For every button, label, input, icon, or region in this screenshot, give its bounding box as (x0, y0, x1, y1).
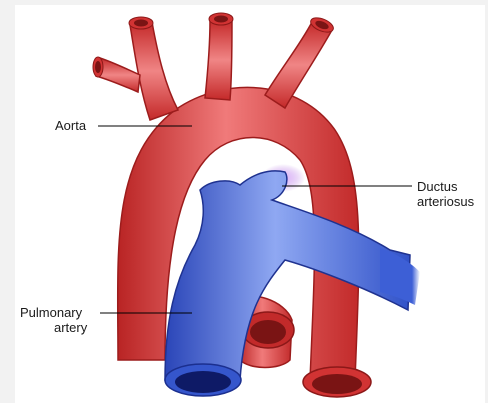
pulmonary-label-line2: artery (54, 320, 87, 335)
aorta-label: Aorta (55, 118, 86, 133)
pulmonary-artery (165, 171, 420, 396)
ductus-label-line2: arteriosus (417, 194, 474, 209)
ductus-label-line1: Ductus (417, 179, 457, 194)
pulmonary-label-line1: Pulmonary (20, 305, 82, 320)
